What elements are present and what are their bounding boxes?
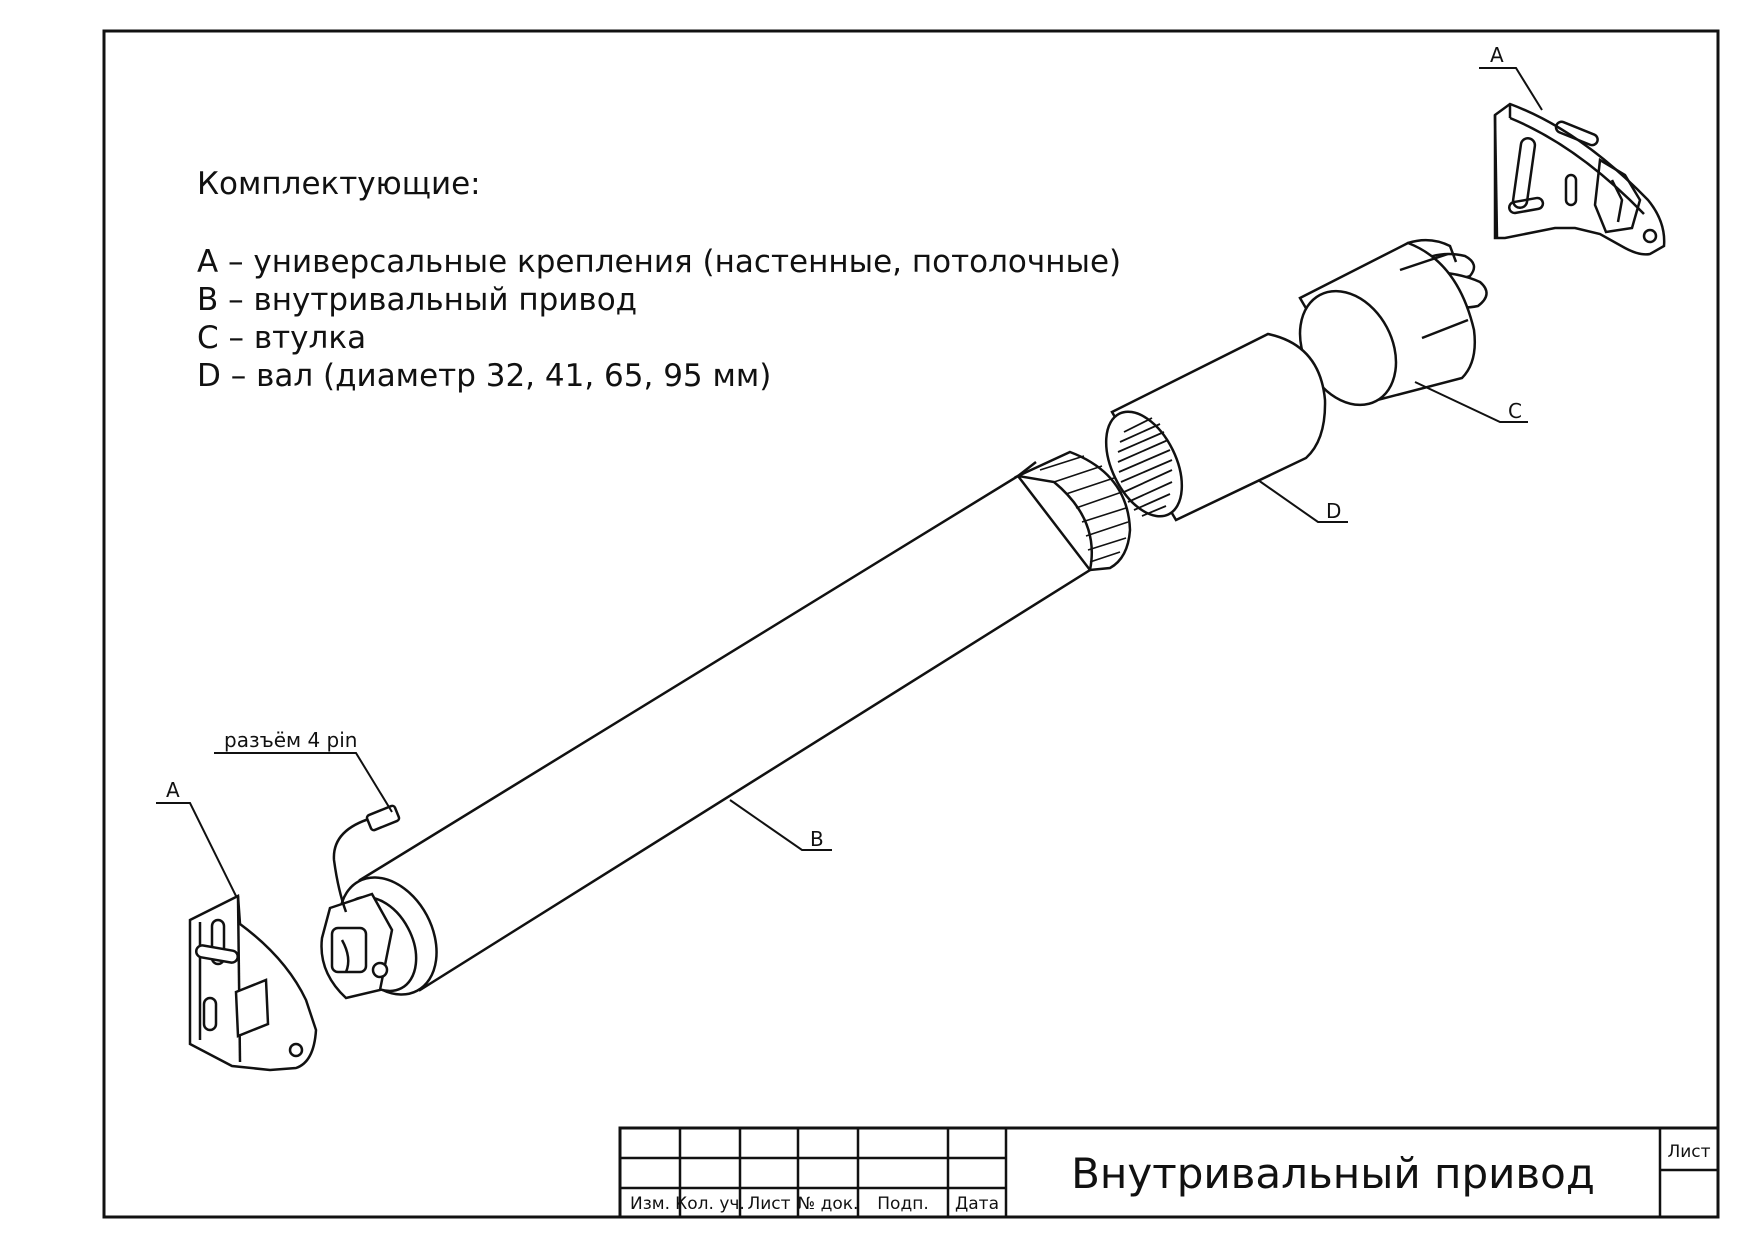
legend-item-d: D – вал (диаметр 32, 41, 65, 95 мм) bbox=[197, 358, 771, 394]
header-list: Лист bbox=[747, 1194, 790, 1214]
callout-b-label: B bbox=[810, 827, 824, 851]
callout-connector: разъём 4 pin bbox=[214, 728, 393, 813]
parts-legend: Комплектующие: A – универсальные креплен… bbox=[197, 166, 1121, 394]
bracket-right bbox=[1493, 102, 1666, 256]
legend-item-a: A – универсальные крепления (настенные, … bbox=[197, 244, 1121, 280]
callout-a-left: A bbox=[156, 778, 237, 897]
callout-a-right: A bbox=[1479, 43, 1543, 111]
callout-connector-label: разъём 4 pin bbox=[224, 728, 357, 752]
title-block: Изм. Кол. уч. Лист № док. Подп. Дата Вну… bbox=[618, 1126, 1720, 1219]
header-date: Дата bbox=[955, 1194, 999, 1214]
title-block-frame bbox=[618, 1126, 1720, 1219]
callout-c: C bbox=[1414, 381, 1528, 423]
bracket-left bbox=[188, 894, 318, 1072]
header-doc-no: № док. bbox=[798, 1194, 859, 1214]
callout-a-right-label: A bbox=[1490, 43, 1504, 67]
sleeve bbox=[1298, 238, 1488, 407]
legend-item-b: B – внутривальный привод bbox=[197, 282, 637, 318]
callout-c-label: C bbox=[1508, 399, 1522, 423]
callout-b: B bbox=[729, 799, 832, 851]
drawing-title: Внутривальный привод bbox=[1071, 1149, 1595, 1198]
header-kol-uch: Кол. уч. bbox=[675, 1194, 745, 1214]
callout-a-left-label: A bbox=[166, 778, 180, 802]
motor bbox=[320, 450, 1132, 1000]
legend-item-c: C – втулка bbox=[197, 320, 366, 356]
callout-d: D bbox=[1257, 479, 1348, 523]
shaft bbox=[1104, 332, 1327, 522]
legend-heading: Комплектующие: bbox=[197, 166, 481, 202]
header-izm: Изм. bbox=[630, 1194, 670, 1214]
sheet-label: Лист bbox=[1667, 1142, 1710, 1162]
callout-d-label: D bbox=[1326, 499, 1341, 523]
header-podp: Подп. bbox=[877, 1194, 928, 1214]
